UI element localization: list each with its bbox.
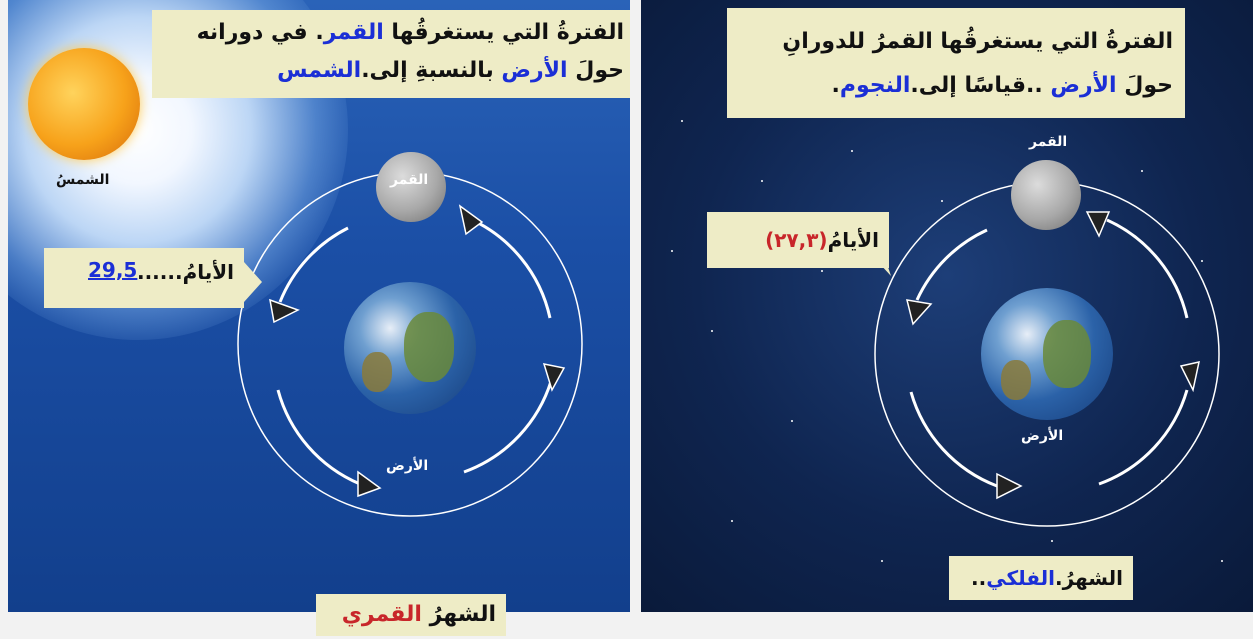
synodic-definition-line1: الفترةُ التي يستغرقُها القمر. في دورانه [196, 20, 624, 45]
synodic-arrowhead-right [542, 363, 566, 392]
sidereal-orbit-arrow-bottom-right [1098, 389, 1189, 486]
sidereal-moon-image [1011, 160, 1081, 230]
synodic-orbit-arrow-top-right [467, 216, 552, 319]
synodic-earth-label: الأرض [386, 458, 429, 474]
sidereal-arrowhead-top-right [1085, 211, 1111, 238]
synodic-definition-box: الفترةُ التي يستغرقُها القمر. في دورانه … [152, 10, 630, 98]
sidereal-orbit-diagram [867, 181, 1220, 527]
synodic-days-box: الأيامُ...... 29,5 [44, 248, 244, 308]
sidereal-definition-box: الفترةُ التي يستغرقُها القمرُ للدورانِ ح… [727, 8, 1185, 118]
sidereal-arrowhead-bottom [996, 472, 1023, 500]
sidereal-orbit-arrow-top-right [1106, 218, 1189, 319]
sidereal-arrowhead-right [1179, 361, 1200, 393]
sidereal-month-caption: الشهرُ.الفلكي.. [949, 556, 1133, 600]
sidereal-moon-label: القمر [1029, 134, 1068, 150]
synodic-orbit-arrow-bottom-left [276, 389, 361, 486]
synodic-arrowhead-left [269, 298, 300, 324]
synodic-orbit-arrow-top-left [278, 226, 349, 303]
synodic-days-pointer [244, 262, 262, 302]
synodic-moon-label: القمر [390, 172, 429, 188]
synodic-orbit-arrow-bottom-right [463, 377, 554, 474]
sun-image [28, 48, 140, 160]
sidereal-arrowhead-left [905, 299, 933, 326]
synodic-definition-line2: حولَ الأرض بالنسبةِ إلى.الشمس [277, 58, 624, 83]
synodic-month-panel: الشمسُ الفترةُ التي يستغرقُها القمر. في … [8, 0, 630, 612]
sidereal-definition-line1: الفترةُ التي يستغرقُها القمرُ للدورانِ [782, 29, 1173, 54]
sun-label: الشمسُ [56, 172, 110, 188]
sidereal-days-value: (٢٧,٣) [765, 228, 828, 252]
sidereal-earth-image [981, 288, 1113, 420]
synodic-arrowhead-top-right [458, 204, 484, 236]
synodic-days-prefix: الأيامُ...... [136, 260, 234, 284]
synodic-arrowhead-bottom [357, 470, 382, 498]
sidereal-definition-line2: حولَ الأرض ..قياسًا إلى.النجوم. [831, 73, 1173, 98]
synodic-moon-image [376, 152, 446, 222]
sidereal-month-panel: الفترةُ التي يستغرقُها القمرُ للدورانِ ح… [641, 0, 1253, 612]
synodic-days-value: 29,5 [88, 258, 138, 282]
sidereal-days-prefix: الأيامُ [827, 228, 879, 252]
synodic-earth-image [344, 282, 476, 414]
sidereal-orbit-arrow-bottom-left [909, 391, 998, 488]
sidereal-days-box: الأيامُ(٢٧,٣) [707, 212, 889, 268]
sidereal-orbit-arrow-top-left [915, 228, 988, 301]
sidereal-earth-label: الأرض [1021, 428, 1064, 444]
synodic-month-caption: الشهرُ القمري [316, 594, 506, 636]
